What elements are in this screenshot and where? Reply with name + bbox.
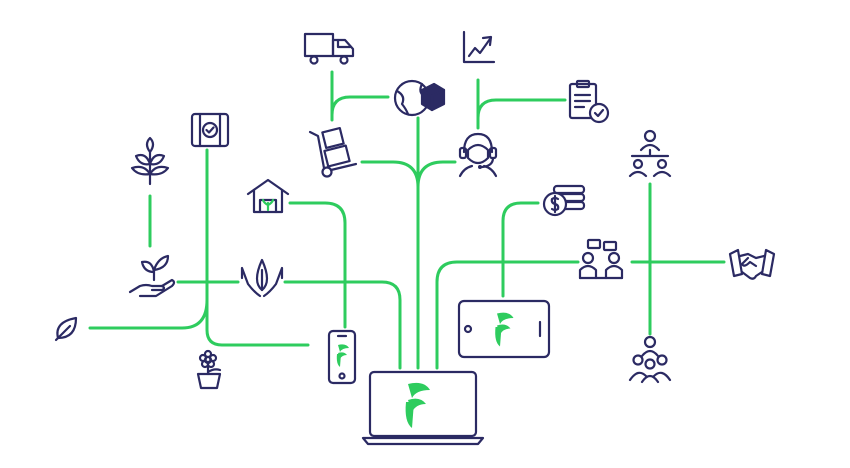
laptop-brand-logo xyxy=(405,382,430,428)
clipboard-check-icon xyxy=(568,79,610,124)
mobile-app-icon xyxy=(327,329,357,385)
connector-headset xyxy=(416,160,457,189)
handshake-icon xyxy=(728,248,776,280)
connector-coins xyxy=(501,201,540,298)
connector-lines xyxy=(88,70,726,370)
connector-phone-trunk xyxy=(205,148,310,347)
coins-server-icon xyxy=(542,184,586,217)
phone-check-icon xyxy=(190,112,230,148)
potted-flower-icon xyxy=(196,349,222,390)
plant-sprout-icon xyxy=(130,136,170,186)
rising-chart-icon xyxy=(462,30,496,64)
team-meeting-icon xyxy=(578,238,624,280)
leaf-icon xyxy=(54,316,78,342)
team-hierarchy-icon xyxy=(628,129,672,178)
connector-leaf xyxy=(88,298,209,330)
customer-support-headset-icon xyxy=(458,132,498,178)
connector-globe-truck xyxy=(330,70,390,122)
laptop-app-icon xyxy=(361,370,485,446)
hands-leaf-icon xyxy=(240,258,284,298)
connector-greenhouse xyxy=(288,201,347,329)
tablet-brand-logo xyxy=(495,312,514,347)
connector-handsleaf-to-laptop xyxy=(283,280,402,370)
tablet-app-icon xyxy=(457,299,551,359)
greenhouse-icon xyxy=(246,178,290,214)
delivery-truck-icon xyxy=(303,32,355,65)
group-people-icon xyxy=(628,335,672,384)
globe-package-icon xyxy=(393,79,446,117)
connector-headset-clipboard xyxy=(476,98,567,120)
hand-truck-boxes-icon xyxy=(308,126,358,178)
hand-seedling-icon xyxy=(128,254,176,298)
connector-handtruck xyxy=(360,160,420,189)
mobile-brand-logo xyxy=(336,344,349,367)
connector-laptop-right xyxy=(435,260,580,370)
